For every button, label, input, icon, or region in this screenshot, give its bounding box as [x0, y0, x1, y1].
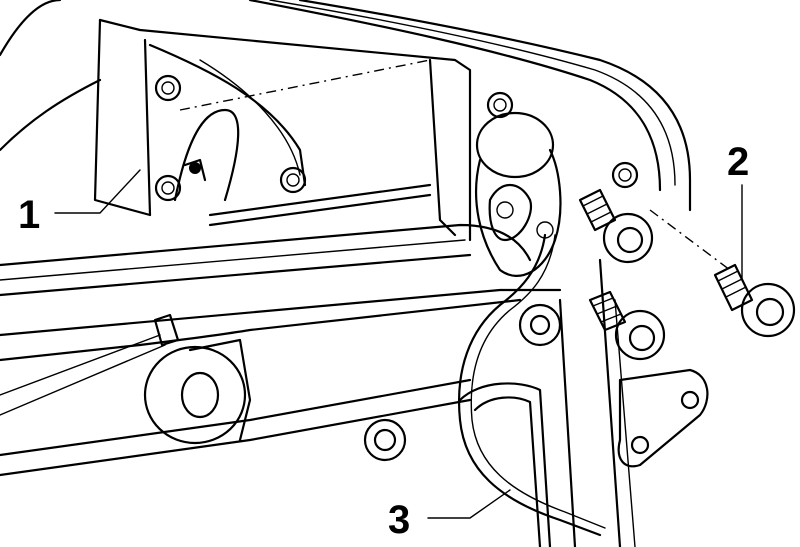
screw-item-2: [649, 209, 796, 338]
leader-line-3: [427, 489, 511, 519]
mounting-bolt-5: [611, 161, 639, 189]
installed-screw-upper: [578, 188, 654, 264]
bowden-cable: [458, 233, 606, 537]
door-frame: [0, 0, 692, 212]
callout-2: 2: [727, 140, 749, 184]
callout-3: 3: [388, 498, 410, 542]
wire-harness: [173, 108, 240, 202]
mounting-bolt-2: [154, 174, 182, 202]
lower-door-channel: [458, 258, 636, 547]
mounting-bracket: [617, 368, 709, 468]
mounting-bolt-1: [154, 74, 182, 102]
grommet: [363, 418, 407, 462]
installed-screw-lower: [588, 290, 666, 361]
door-inner-panel: [93, 18, 472, 242]
callout-1: 1: [18, 193, 40, 237]
regulator-rail: [0, 223, 562, 477]
mounting-bolt-4: [486, 91, 514, 119]
leader-line-1: [54, 169, 141, 214]
cable-pulley: [143, 338, 252, 445]
cable-clip: [0, 313, 180, 416]
mounting-bolt-3: [279, 166, 307, 194]
